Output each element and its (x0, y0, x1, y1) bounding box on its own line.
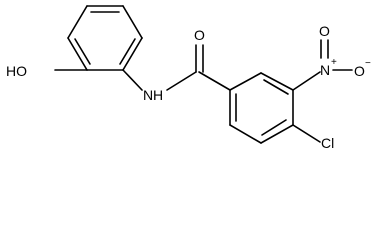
bond (229, 124, 262, 144)
amide-hydrogen-label: H (153, 87, 163, 103)
benzene-ring (229, 72, 294, 144)
chlorine-label: Cl (321, 135, 334, 151)
bond-c-c (198, 71, 231, 91)
bond (229, 72, 262, 91)
nitro-plus-charge: + (331, 57, 337, 68)
chemical-structure: HO N H O N + O O − Cl (6, 5, 371, 151)
bond (263, 79, 289, 95)
bond (260, 72, 294, 91)
bond-c-nitro (292, 71, 321, 91)
phenol-ring (67, 5, 143, 71)
bond (122, 5, 143, 39)
nitro-oxygen-right-label: O (354, 63, 365, 79)
bond (261, 119, 287, 136)
hydroxyl-label: HO (6, 63, 27, 79)
bond (260, 124, 294, 144)
bond-n-c (166, 71, 197, 91)
bond (74, 38, 91, 65)
bond (67, 37, 88, 71)
nitro-oxygen-top-label: O (319, 23, 330, 39)
carbonyl-oxygen-label: O (194, 27, 205, 43)
bond (119, 38, 136, 65)
bond (122, 37, 143, 71)
bond (67, 5, 88, 39)
amide-nitrogen-label: N (143, 87, 153, 103)
nitro-minus-charge: − (365, 58, 371, 69)
bond-c-cl (292, 124, 321, 143)
nitro-nitrogen-label: N (320, 62, 330, 78)
bond-c-n (122, 69, 143, 91)
